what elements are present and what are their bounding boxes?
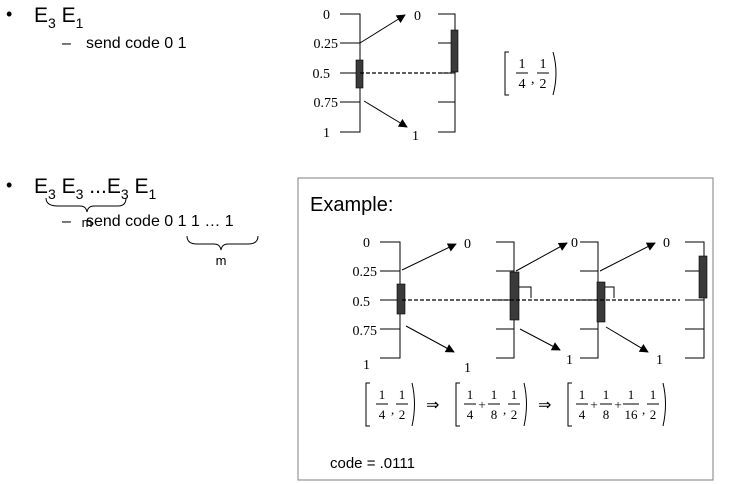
bullet-1-sub-text: send code 0 1 — [86, 35, 187, 52]
bullet-2-brace-label: m — [82, 215, 93, 230]
top-diagram: 0 0.25 0.5 0.75 1 0 1 1 4 , 1 2 — [313, 8, 557, 144]
example-code: code = .0111 — [330, 455, 415, 472]
example-bar-1 — [396, 283, 406, 315]
svg-text:1: 1 — [399, 387, 406, 402]
bullet-2-symbol: • — [6, 175, 12, 195]
svg-text:+: + — [590, 397, 597, 412]
example-box: Example: 0 0.25 0.5 0.75 1 0 1 0 1 — [297, 177, 714, 481]
svg-text:2: 2 — [650, 407, 657, 422]
example-bracket-2 — [519, 286, 532, 298]
bullet-2-sub-brace — [186, 235, 259, 251]
example-tick-label-0: 0 — [363, 236, 370, 251]
svg-text:+: + — [614, 397, 621, 412]
svg-text:1: 1 — [519, 57, 526, 72]
svg-text:,: , — [503, 402, 506, 417]
svg-text:1: 1 — [540, 57, 547, 72]
example-arrow-down-label-3: 1 — [656, 353, 663, 368]
tick-label-1: 1 — [323, 126, 330, 141]
example-scale-4 — [685, 241, 708, 359]
example-bar-4 — [698, 255, 708, 299]
example-bar-2 — [509, 271, 520, 321]
bullet-1-symbol: • — [6, 4, 12, 24]
example-scale-1: 0 1 — [380, 237, 471, 376]
example-arrow-up-label-3: 0 — [663, 236, 670, 251]
top-diagram-right-bar — [450, 29, 459, 73]
example-arrow-down-label-1: 1 — [464, 361, 471, 376]
svg-text:1: 1 — [511, 387, 518, 402]
example-tick-label-0-75: 0.75 — [353, 324, 378, 339]
svg-text:,: , — [391, 402, 394, 417]
svg-text:+: + — [478, 397, 485, 412]
bullet-2-sub-dash: – — [62, 213, 71, 230]
example-arrow-down-2 — [519, 328, 561, 351]
example-arrow-up-1 — [401, 243, 457, 271]
svg-text:1: 1 — [379, 387, 386, 402]
svg-text:1: 1 — [603, 387, 610, 402]
svg-text:,: , — [642, 402, 645, 417]
top-diagram-symbol-bar — [355, 59, 364, 89]
top-interval-left-denominator: 4 — [519, 77, 526, 92]
svg-text:1: 1 — [579, 387, 586, 402]
example-arrow-up-3 — [599, 242, 656, 272]
bullet-1-text-value: E3​ E1​ — [34, 4, 84, 31]
example-interval-1: 1 4 , 1 2 — [365, 382, 415, 427]
example-tick-label-0-25: 0.25 — [353, 265, 378, 280]
example-implies-2: ⇒ — [538, 397, 551, 414]
bullet-2: • E3​ E3​ ...E3​ E1​ m – send code 0 1 1… — [6, 175, 259, 268]
bullet-2-text: E3​ E3​ ...E3​ E1​ — [34, 175, 156, 202]
top-interval-right-denominator: 2 — [540, 77, 547, 92]
svg-text:1: 1 — [491, 387, 498, 402]
example-interval-2: 1 4 + 1 8 , 1 2 — [455, 382, 527, 427]
example-arrow-down-label-2: 1 — [566, 353, 573, 368]
svg-text:1: 1 — [650, 387, 657, 402]
example-bar-3 — [596, 281, 606, 323]
svg-text:4: 4 — [379, 407, 386, 422]
example-tick-label-0-5: 0.5 — [353, 295, 371, 310]
svg-text:1: 1 — [628, 387, 635, 402]
top-diagram-left-scale: 0 0.25 0.5 0.75 1 — [313, 8, 361, 141]
svg-text:2: 2 — [511, 407, 518, 422]
top-diagram-arrow-up — [359, 14, 406, 44]
example-title: Example: — [310, 194, 393, 216]
example-arrow-up-label-2: 0 — [571, 236, 578, 251]
svg-text:,: , — [531, 72, 535, 87]
tick-label-0-25: 0.25 — [314, 37, 339, 52]
example-arrow-down-3 — [605, 326, 649, 353]
bullet-2-brace — [45, 197, 127, 213]
svg-text:1: 1 — [467, 387, 474, 402]
example-arrow-down-1 — [405, 325, 455, 353]
tick-label-0-75: 0.75 — [314, 96, 339, 111]
example-tick-label-1: 1 — [363, 358, 370, 373]
bullet-1: • E3​ E1​ – send code 0 1 — [6, 4, 187, 52]
svg-text:16: 16 — [625, 407, 639, 422]
bullet-1-sub-dash: – — [62, 35, 71, 52]
svg-text:4: 4 — [579, 407, 586, 422]
svg-text:8: 8 — [491, 407, 498, 422]
example-interval-3: 1 4 + 1 8 + 1 16 , 1 2 — [567, 382, 666, 427]
tick-label-0-5: 0.5 — [313, 67, 331, 82]
example-implies-1: ⇒ — [426, 397, 439, 414]
example-bracket-3 — [605, 286, 615, 298]
top-diagram-arrow-up-label: 0 — [414, 9, 421, 24]
top-diagram-arrow-down-label: 1 — [412, 129, 419, 144]
svg-text:2: 2 — [399, 407, 406, 422]
svg-text:8: 8 — [603, 407, 610, 422]
tick-label-0: 0 — [323, 8, 330, 23]
bullet-2-sub-brace-label: m — [216, 253, 227, 268]
top-interval: 1 4 , 1 2 — [504, 51, 557, 96]
top-diagram-arrow-down — [363, 100, 408, 128]
bullet-2-sub-text: send code 0 1 1 … 1 — [86, 213, 234, 230]
bullet-1-text: E3​ E1​ — [34, 4, 84, 31]
svg-text:4: 4 — [467, 407, 474, 422]
example-arrow-up-2 — [515, 242, 568, 272]
example-arrow-up-label-1: 0 — [464, 237, 471, 252]
